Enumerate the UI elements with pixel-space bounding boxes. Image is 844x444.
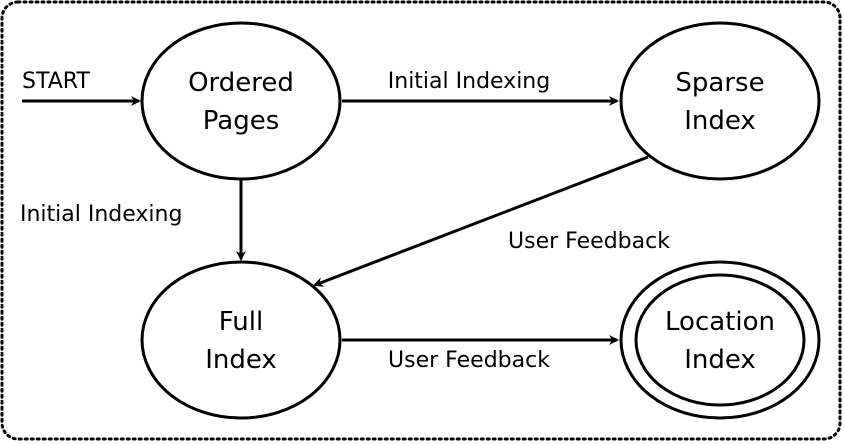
node-label: Full [219, 307, 263, 337]
edge-label-ordered-to-sparse: Initial Indexing [388, 69, 550, 94]
node-label: Index [684, 106, 756, 136]
node-label: Ordered [188, 68, 294, 98]
start-label: START [22, 69, 90, 94]
node-full-index: Full Index [140, 260, 342, 420]
node-ordered-pages: Ordered Pages [140, 21, 342, 181]
node-label: Pages [203, 106, 280, 136]
node-location-index: Location Index [619, 260, 821, 420]
edge-label-sparse-to-full: User Feedback [508, 229, 670, 254]
edge-sparse-to-full [313, 155, 649, 287]
edge-label-full-to-location: User Feedback [388, 348, 550, 373]
node-sparse-index: Sparse Index [619, 21, 821, 181]
node-label: Sparse [675, 68, 764, 98]
node-label: Index [205, 345, 277, 375]
node-label: Index [684, 345, 756, 375]
node-label: Location [665, 307, 775, 337]
edge-label-ordered-to-full: Initial Indexing [20, 202, 182, 227]
